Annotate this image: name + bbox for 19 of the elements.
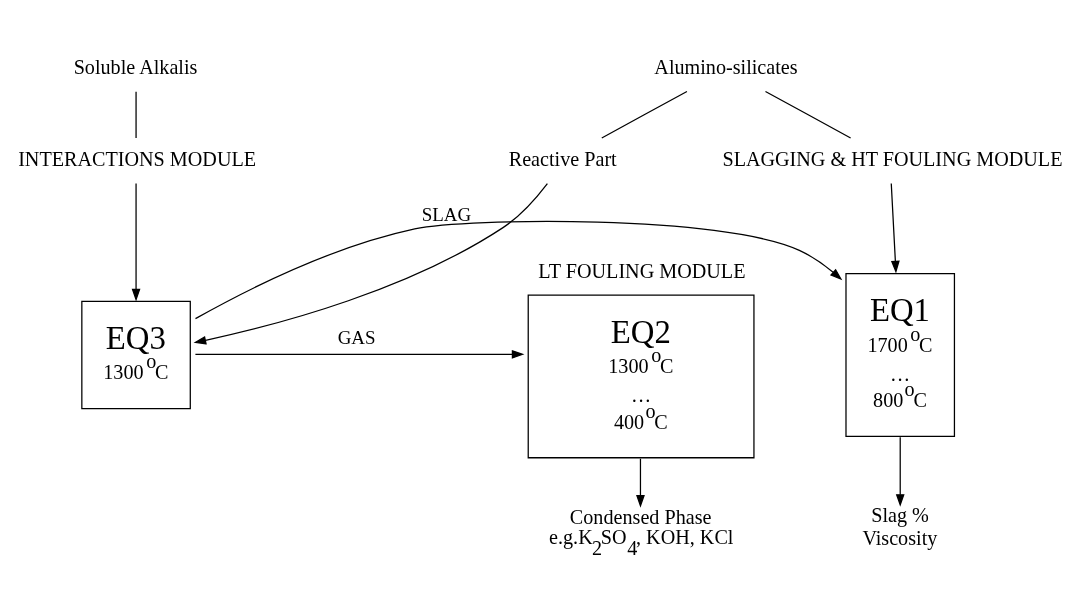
- node-text: Soluble Alkalis: [73, 55, 198, 78]
- arrow: [895, 436, 905, 507]
- node-text: Slag % Viscosity: [862, 504, 938, 550]
- arrow: [194, 220, 843, 320]
- node-text: Reactive Part: [508, 147, 617, 170]
- connector: [764, 90, 852, 139]
- arrow: [131, 182, 141, 302]
- arrow: [636, 458, 645, 508]
- edge-label: SLAG: [421, 204, 472, 226]
- node-text: Alumino-silicates: [654, 55, 798, 78]
- arrow: [890, 182, 900, 274]
- edge-label: GAS: [337, 327, 376, 349]
- node-text: INTERACTIONS MODULE: [18, 147, 257, 170]
- node-text: SLAGGING & HT FOULING MODULE: [722, 147, 1063, 170]
- arrow: [194, 349, 525, 359]
- arrow: [193, 182, 548, 345]
- connector: [601, 90, 688, 139]
- connector: [135, 91, 137, 139]
- node-label: LT FOULING MODULE: [538, 260, 746, 283]
